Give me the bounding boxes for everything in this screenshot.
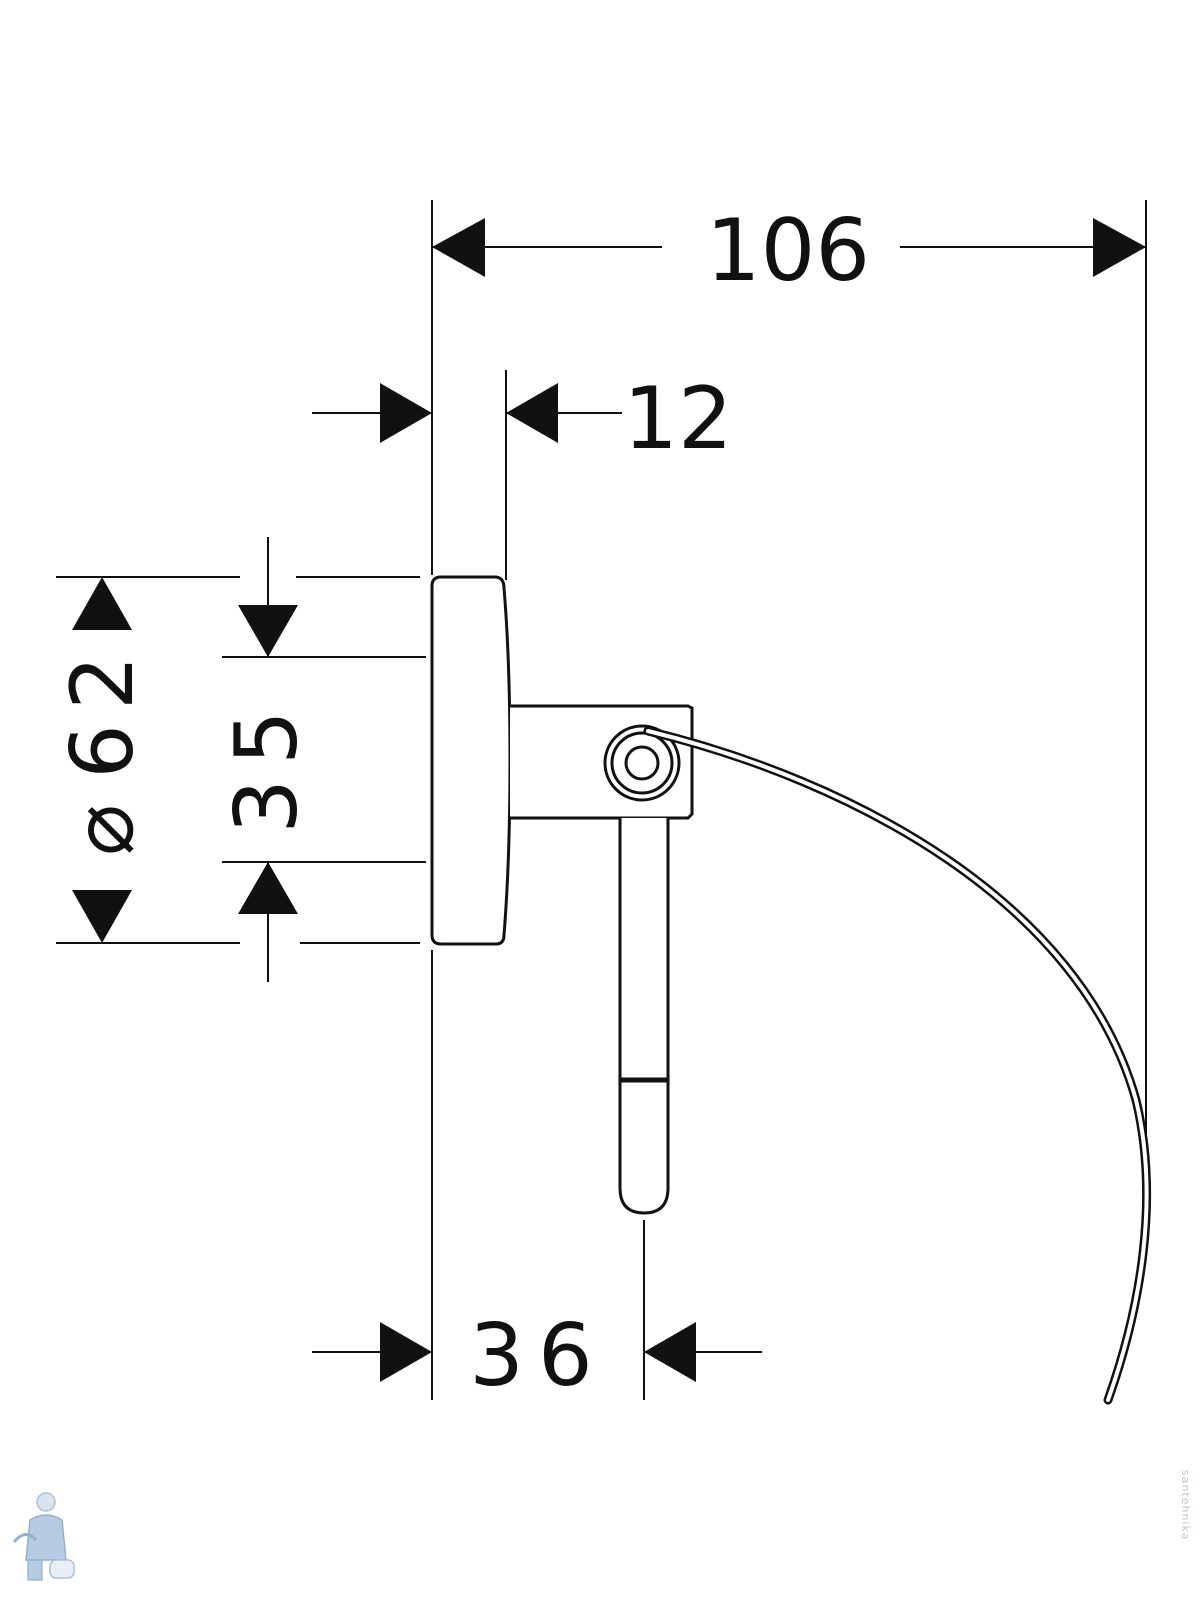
dim-label-62: 62	[53, 641, 153, 778]
watermark-text: santehnika	[1179, 1470, 1192, 1541]
wall-rosette	[430, 575, 512, 946]
arrow-62-top	[72, 577, 132, 630]
dim-label-35: 35	[217, 696, 317, 833]
dim-label-106: 106	[706, 201, 870, 301]
pivot-middle-ring	[610, 731, 674, 795]
extension-lines	[56, 200, 1147, 1400]
arrow-12-right	[506, 383, 558, 443]
plumber-figure-icon	[12, 1492, 75, 1581]
arrow-36-right	[644, 1322, 696, 1382]
flap-outer-edge	[643, 726, 1152, 1405]
arrow-106-left	[432, 218, 485, 277]
roll-rod	[618, 818, 670, 1215]
dim-label-36: 36	[469, 1306, 606, 1406]
dimension-arrows	[72, 218, 1146, 1382]
arrow-35-top	[238, 605, 298, 657]
dim-label-12: 12	[623, 369, 732, 469]
diameter-symbol: ⌀	[53, 804, 153, 856]
arrow-35-bottom	[238, 862, 298, 914]
product-outline	[430, 575, 694, 1215]
arrow-106-right	[1093, 218, 1146, 277]
flap-inner-edge	[646, 729, 1149, 1402]
curved-flap	[643, 726, 1152, 1405]
arrow-36-left	[380, 1322, 432, 1382]
arrow-62-bottom	[72, 890, 132, 943]
pivot-inner-ring	[624, 745, 660, 781]
arrow-12-left	[380, 383, 432, 443]
